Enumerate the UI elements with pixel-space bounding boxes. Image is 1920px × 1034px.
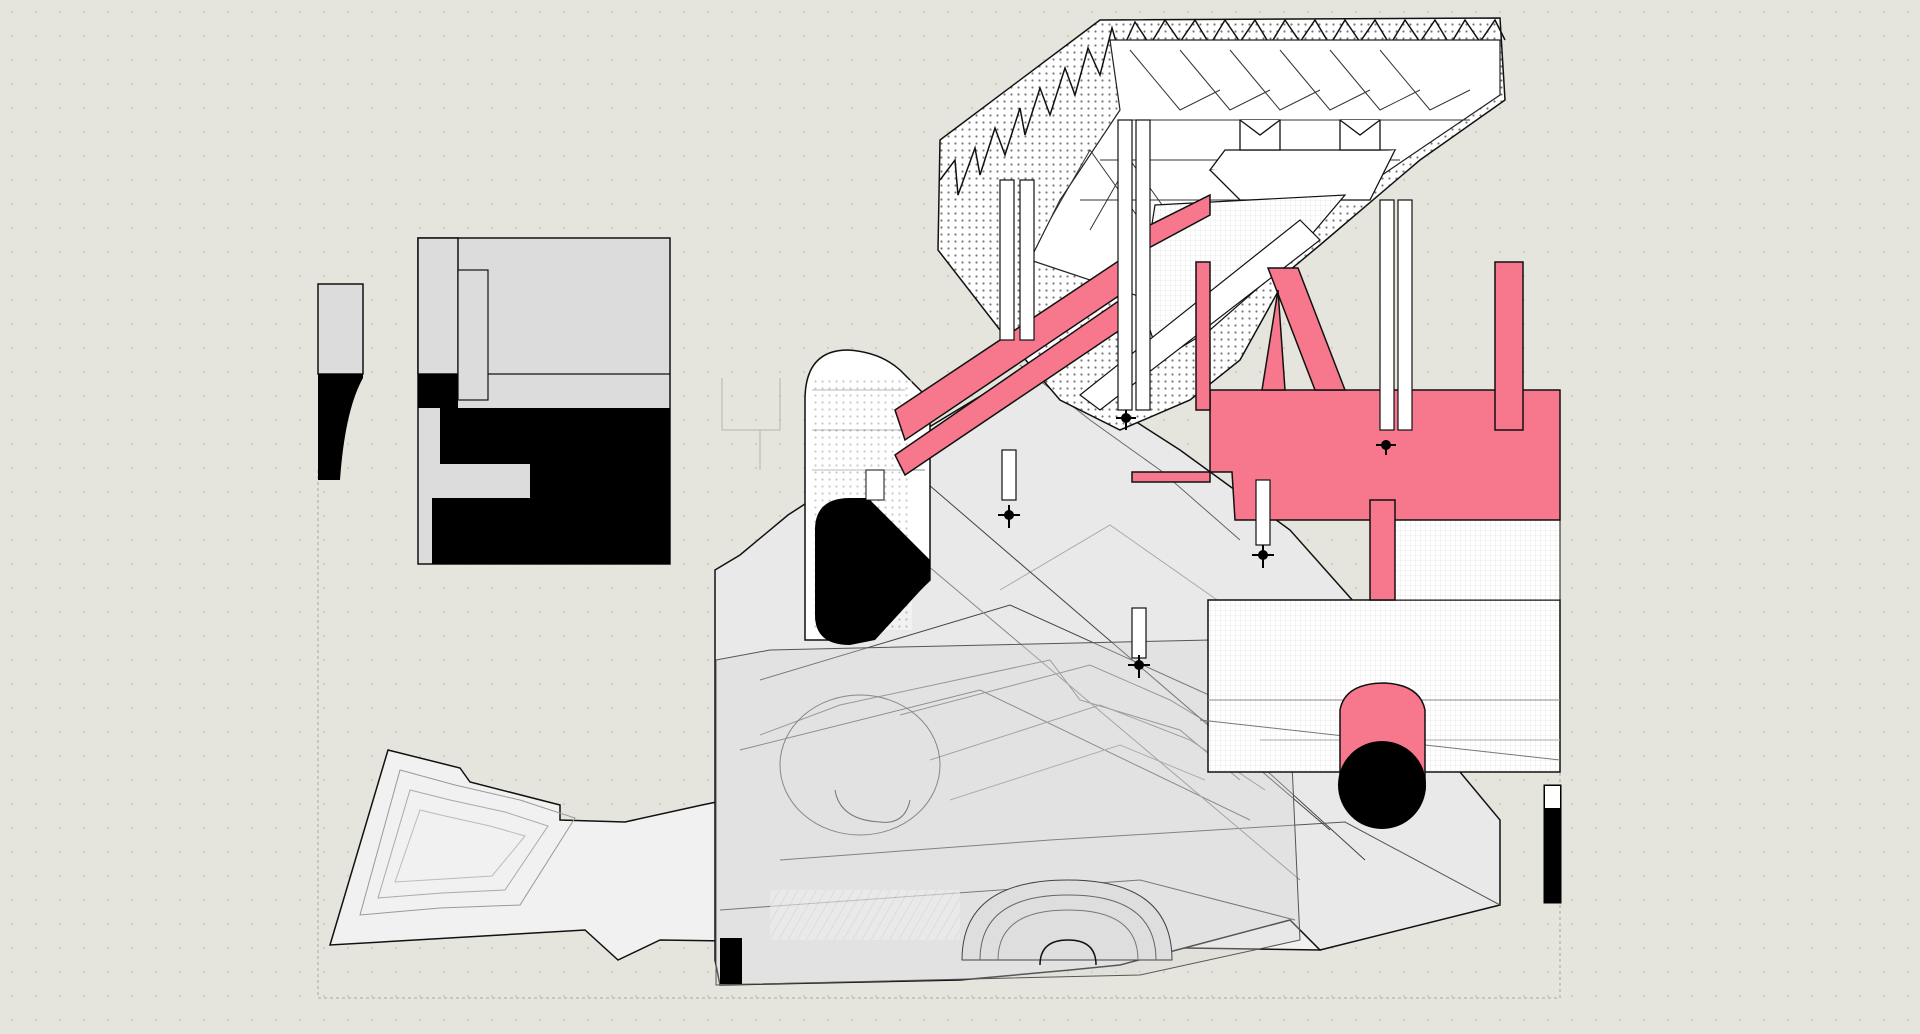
pink-diagonal-beams bbox=[894, 193, 1211, 477]
ghost-outline bbox=[721, 378, 781, 470]
transparent-volume bbox=[715, 639, 1301, 986]
black-post-bottom-left bbox=[720, 938, 742, 984]
arched-passage bbox=[779, 694, 1173, 966]
left-elevation-large bbox=[417, 237, 671, 565]
clerestory-frames bbox=[1208, 119, 1397, 201]
black-post-right bbox=[1543, 784, 1562, 904]
left-elevation-small bbox=[317, 283, 364, 480]
pink-frame-right bbox=[1131, 261, 1561, 601]
capsule-tower bbox=[804, 349, 931, 645]
sawtooth-edge bbox=[939, 18, 1506, 196]
column-base-markers bbox=[998, 410, 1396, 678]
pink-cylinder bbox=[1338, 682, 1426, 829]
site-outline bbox=[317, 470, 1561, 999]
columns bbox=[999, 119, 1413, 431]
